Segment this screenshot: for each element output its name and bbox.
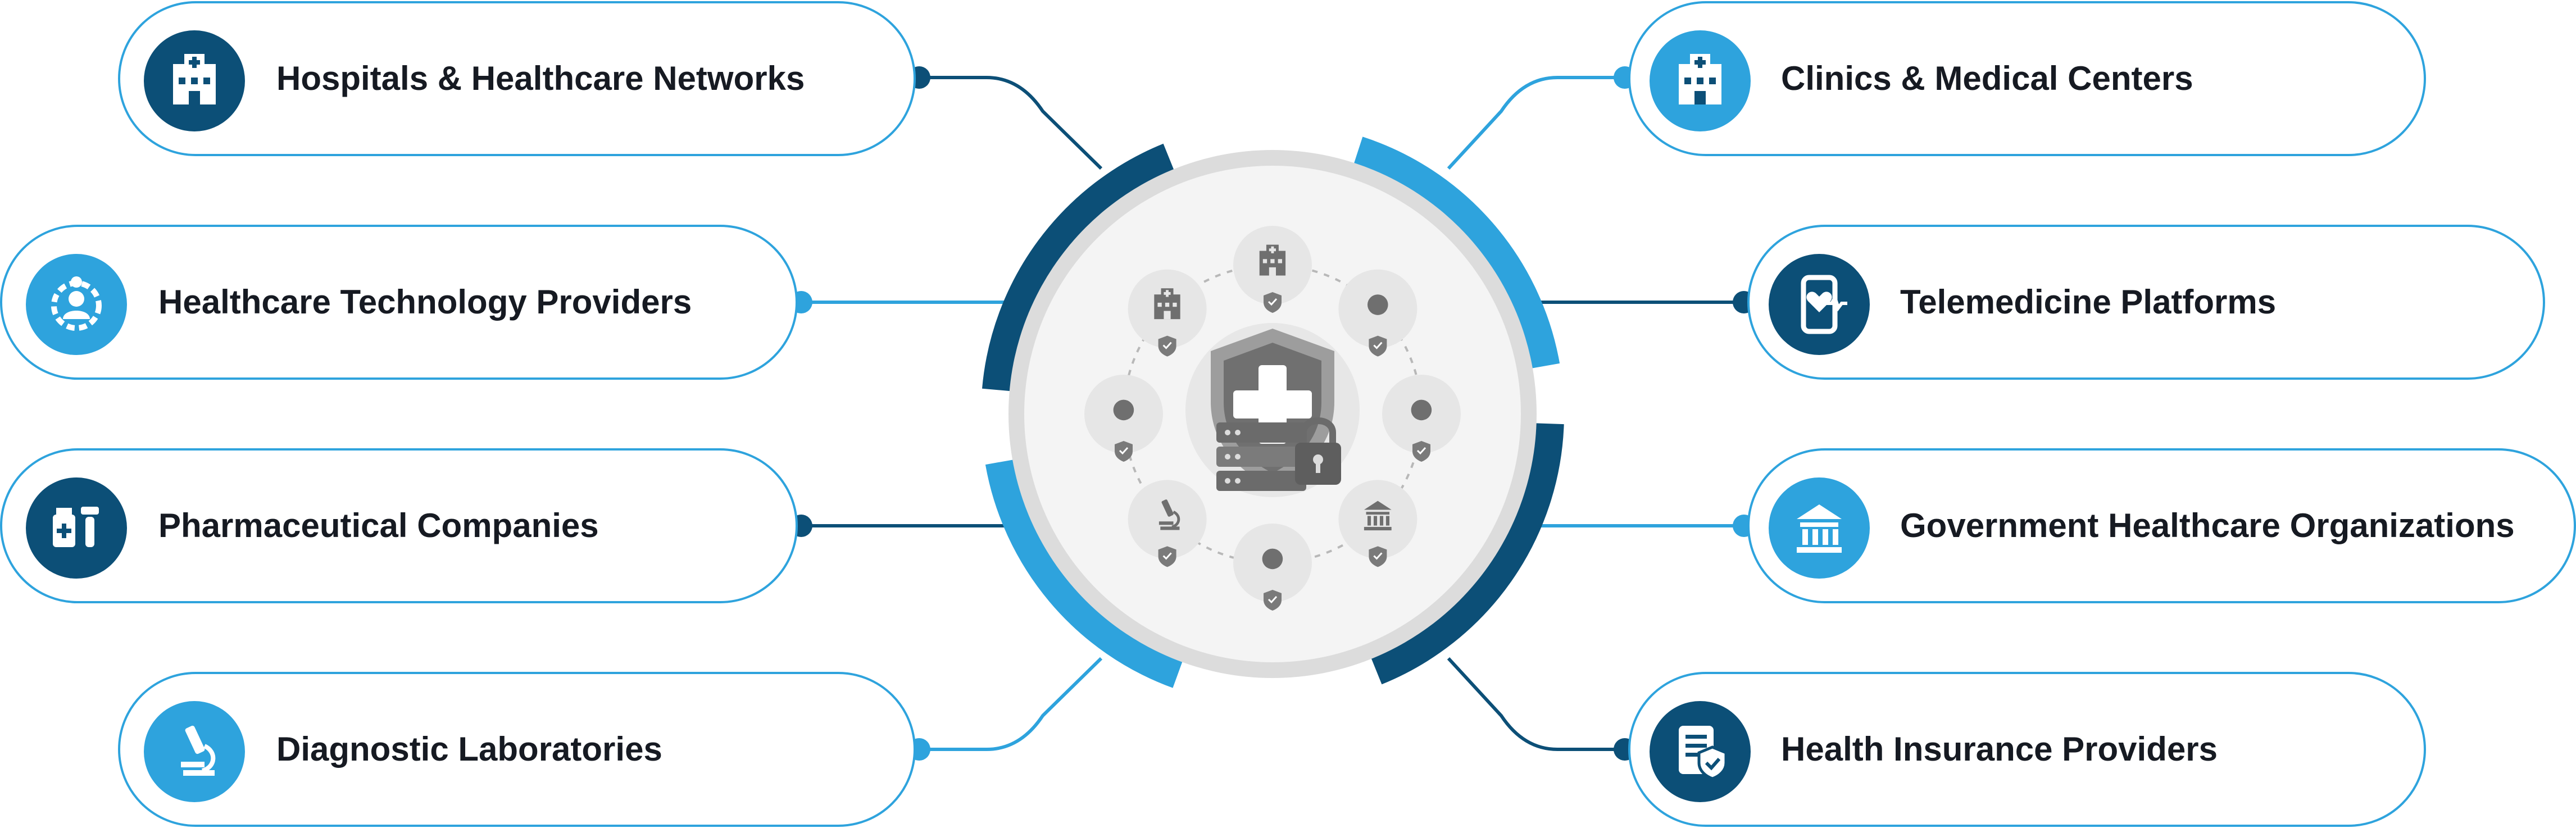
check-shield-icon [1158, 335, 1176, 357]
check-shield-icon [1369, 546, 1387, 567]
tech-gear-user-icon [26, 254, 127, 355]
connector-line [1447, 657, 1625, 751]
stakeholder-card-diagnostic-laboratories: Diagnostic Laboratories [118, 672, 916, 827]
connector-line [919, 76, 1103, 170]
orbit-government-building-icon [1338, 480, 1418, 567]
server-stack-icon [1216, 422, 1306, 491]
check-shield-icon [1264, 590, 1282, 611]
orbit-umbrella-medical-icon [1084, 375, 1163, 462]
stakeholder-label: Healthcare Technology Providers [158, 283, 692, 321]
stakeholder-label: Hospitals & Healthcare Networks [276, 60, 805, 97]
clinic-building-icon [1650, 30, 1751, 131]
stakeholder-label: Pharmaceutical Companies [158, 507, 599, 544]
arc-top-right [1353, 137, 1560, 369]
center-hub [982, 137, 1564, 688]
stakeholder-card-telemedicine-platforms: Telemedicine Platforms [1747, 225, 2545, 380]
stakeholder-card-pharmaceutical-companies: Pharmaceutical Companies [0, 448, 798, 603]
orbit-hospital-building-icon [1233, 226, 1312, 313]
document-shield-icon [1650, 701, 1751, 802]
orbit-smartphone-doctor-icon [1382, 375, 1461, 462]
stakeholder-label: Clinics & Medical Centers [1781, 60, 2193, 97]
stakeholder-label: Diagnostic Laboratories [276, 730, 662, 768]
stakeholder-label: Telemedicine Platforms [1900, 283, 2277, 321]
arc-bottom-left [985, 459, 1183, 688]
check-shield-icon [1264, 292, 1282, 313]
stakeholder-card-government-healthcare-organizations: Government Healthcare Organizations [1747, 448, 2576, 603]
orbit-clipboard-shield-icon [1233, 524, 1312, 611]
check-shield-icon [1412, 441, 1430, 462]
orbit-clinic-building-icon [1128, 269, 1207, 357]
stakeholder-card-health-insurance-providers: Health Insurance Providers [1628, 672, 2426, 827]
check-shield-icon [1115, 441, 1133, 462]
microscope-icon [144, 701, 245, 802]
stakeholder-card-healthcare-technology-providers: Healthcare Technology Providers [0, 225, 798, 380]
government-building-icon [1769, 477, 1870, 579]
pharma-bottle-icon [26, 477, 127, 579]
orbit-microscope-icon [1128, 480, 1207, 567]
check-shield-icon [1369, 335, 1387, 357]
connector-line [1447, 76, 1625, 170]
hospital-building-icon [144, 30, 245, 131]
check-shield-icon [1158, 546, 1176, 567]
padlock-icon [1295, 417, 1341, 485]
connector-line [919, 657, 1103, 751]
stakeholder-card-hospitals-and-healthcare-networks: Hospitals & Healthcare Networks [118, 1, 916, 156]
stakeholder-card-clinics-and-medical-centers: Clinics & Medical Centers [1628, 1, 2426, 156]
stakeholder-label: Government Healthcare Organizations [1900, 507, 2515, 544]
orbit-monitor-heart-gear-icon [1338, 269, 1418, 357]
arc-top-left [982, 143, 1175, 392]
orbit-nodes [1084, 226, 1461, 611]
stakeholder-label: Health Insurance Providers [1781, 730, 2218, 768]
arc-bottom-right [1370, 423, 1564, 685]
smartphone-heart-icon [1769, 254, 1870, 355]
